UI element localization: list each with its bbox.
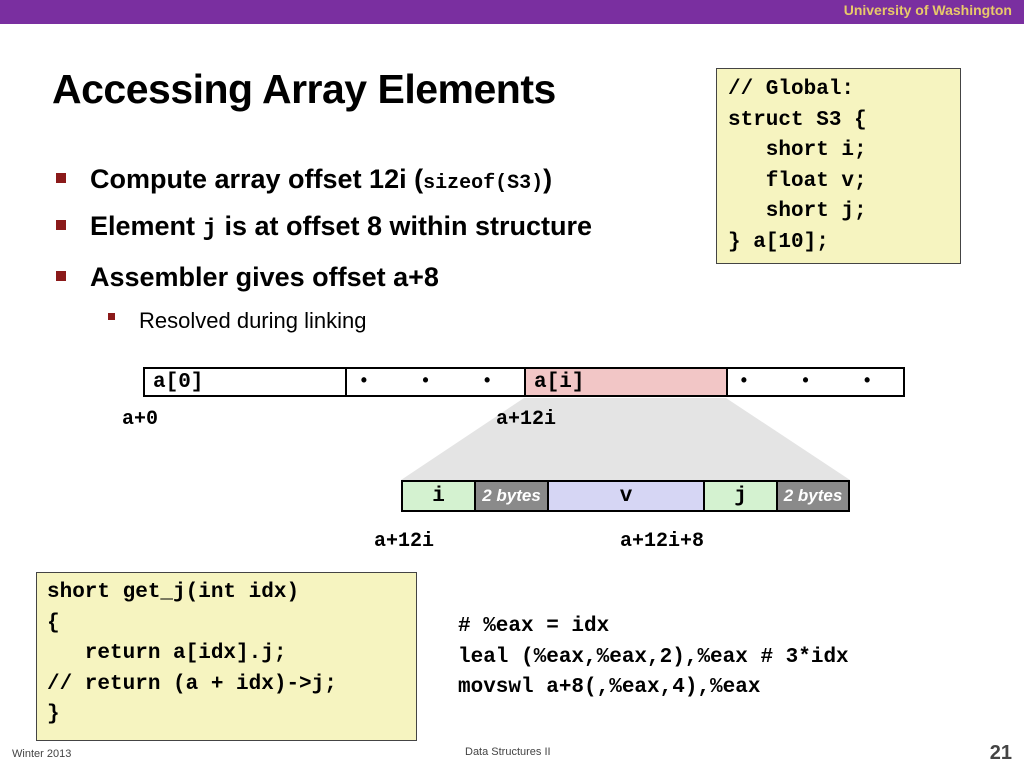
- slide-title: Accessing Array Elements: [52, 66, 556, 112]
- array-cell-ai: a[i]: [526, 369, 728, 395]
- array-cell-ellipsis: • • •: [738, 372, 893, 392]
- array-cell-a0: a[0]: [145, 369, 347, 395]
- array-label-start: a+0: [122, 408, 159, 431]
- bullet-code: sizeof(S3): [423, 172, 544, 195]
- array-label-i: a+12i: [496, 408, 557, 431]
- sub-bullet-square-icon: [108, 312, 115, 320]
- struct-field-v: v: [549, 482, 705, 510]
- bullet-text: is at offset 8 within structure: [216, 211, 593, 241]
- struct-label-start: a+12i: [374, 530, 435, 553]
- bullet-item: Element j is at offset 8 within structur…: [56, 211, 592, 243]
- struct-definition-code: // Global: struct S3 { short i; float v;…: [716, 68, 961, 264]
- array-cell-ellipsis: • • •: [347, 369, 526, 395]
- struct-field-j: j: [705, 482, 778, 510]
- bullet-text: ): [543, 164, 553, 194]
- sub-bullet-item: Resolved during linking: [108, 308, 366, 334]
- array-diagram: a[0] • • • a[i] • • •: [143, 367, 905, 397]
- struct-diagram: i 2 bytes v j 2 bytes: [401, 480, 850, 512]
- footer-course: Data Structures II: [465, 746, 551, 758]
- bullet-square-icon: [56, 172, 66, 183]
- bullet-text: Compute array offset 12i (: [90, 164, 424, 194]
- struct-padding: 2 bytes: [778, 482, 848, 510]
- struct-label-j: a+12i+8: [620, 530, 705, 553]
- struct-padding: 2 bytes: [476, 482, 549, 510]
- function-code: short get_j(int idx) { return a[idx].j; …: [36, 572, 417, 741]
- footer-term: Winter 2013: [12, 748, 72, 760]
- zoom-wedge: [401, 398, 850, 480]
- assembly-code: # %eax = idx leal (%eax,%eax,2),%eax # 3…: [458, 615, 849, 699]
- struct-field-i: i: [403, 482, 476, 510]
- bullet-square-icon: [56, 219, 66, 230]
- bullet-code: j: [202, 216, 217, 243]
- bullet-text: Element: [90, 211, 203, 241]
- top-bar: University of Washington: [0, 0, 1024, 24]
- sub-bullet-text: Resolved during linking: [139, 308, 367, 333]
- bullet-square-icon: [56, 270, 66, 281]
- university-name: University of Washington: [843, 2, 1012, 18]
- bullet-text: Assembler gives offset a+8: [90, 262, 439, 292]
- bullet-item: Compute array offset 12i (sizeof(S3)): [56, 164, 552, 195]
- page-number: 21: [989, 742, 1012, 764]
- bullet-item: Assembler gives offset a+8: [56, 262, 439, 293]
